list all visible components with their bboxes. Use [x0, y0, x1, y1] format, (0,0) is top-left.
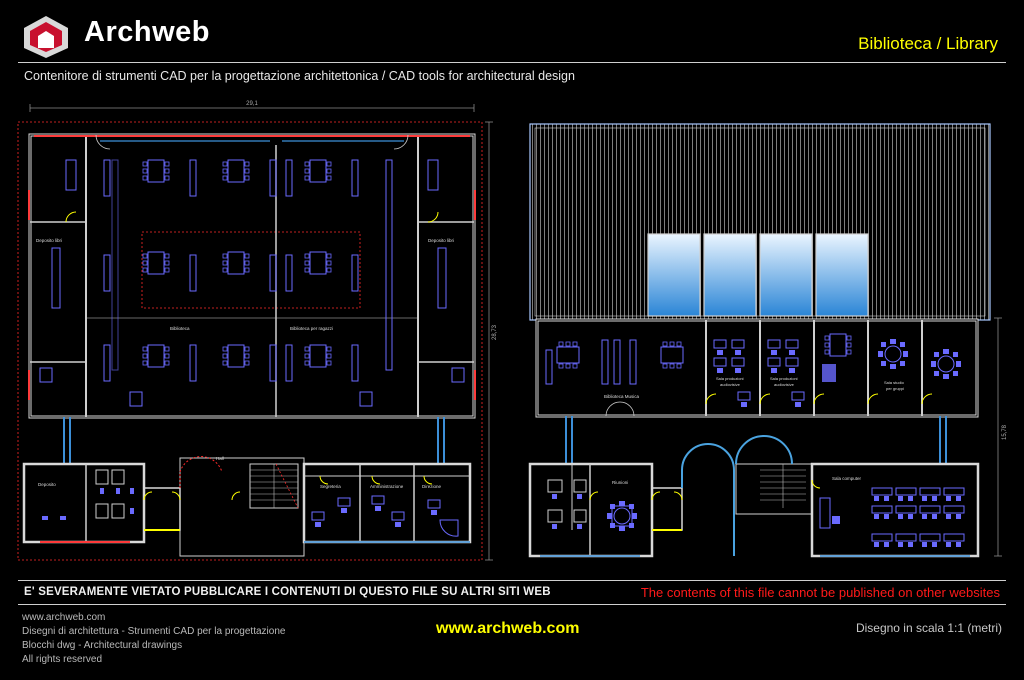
- label-sala-prod-1a: Sala produzioni: [716, 376, 744, 381]
- label-sala-prod-1b: audiovisive: [720, 382, 741, 387]
- label-sala-computer: Sala computer: [832, 476, 862, 481]
- footer-divider-2: [18, 604, 1006, 605]
- right-height-dimension: 15,78: [1002, 424, 1008, 440]
- site-url-link[interactable]: www.archweb.com: [436, 620, 580, 637]
- label-deposito-libri-left: Deposito libri: [36, 238, 62, 243]
- floor-plans: 29,1 28,73: [17, 101, 1008, 561]
- label-sala-prod-2b: audiovisive: [774, 382, 795, 387]
- left-height-dimension: 28,73: [492, 324, 498, 340]
- subtitle: Contenitore di strumenti CAD per la prog…: [24, 69, 575, 83]
- label-sala-studio-a: Sala studio: [884, 380, 905, 385]
- warning-english: The contents of this file cannot be publ…: [640, 585, 1000, 600]
- label-sala-studio-b: per gruppi: [886, 386, 904, 391]
- footer-line-1: www.archweb.com: [22, 612, 106, 623]
- warning-italian: E' SEVERAMENTE VIETATO PUBBLICARE I CONT…: [24, 586, 551, 598]
- plan-right: 15,78: [528, 123, 1008, 558]
- computer-desks: [871, 487, 965, 548]
- label-biblioteca: Biblioteca: [170, 326, 190, 331]
- label-deposito-libri-right: Deposito libri: [428, 238, 454, 243]
- footer-line-2: Disegni di architettura - Strumenti CAD …: [22, 626, 286, 637]
- footer-line-4: All rights reserved: [22, 654, 103, 665]
- label-amministrazione: Amministrazione: [370, 484, 404, 489]
- footer-divider: [18, 580, 1006, 581]
- label-riunioni: Riunioni: [612, 480, 628, 485]
- label-hall: Hall: [216, 456, 224, 461]
- label-sala-prod-2a: Sala produzioni: [770, 376, 798, 381]
- left-width-dimension: 29,1: [246, 101, 258, 107]
- brand-name: Archweb: [84, 16, 210, 48]
- footer-line-3: Blocchi dwg - Architectural drawings: [22, 640, 183, 651]
- scale-note: Disegno in scala 1:1 (metri): [855, 621, 1002, 635]
- archweb-logo-icon: [24, 16, 68, 58]
- label-deposito: Deposito: [38, 482, 56, 487]
- label-biblioteca-ragazzi: Biblioteca per ragazzi: [290, 326, 333, 331]
- label-direzione: Direzione: [422, 484, 442, 489]
- label-segreteria: Segreteria: [320, 484, 341, 489]
- header-divider: [18, 62, 1006, 63]
- label-biblioteca-musica: Biblioteca Musica: [604, 394, 640, 399]
- plan-left: 29,1 28,73: [17, 101, 498, 561]
- document-title: Biblioteca / Library: [858, 34, 998, 53]
